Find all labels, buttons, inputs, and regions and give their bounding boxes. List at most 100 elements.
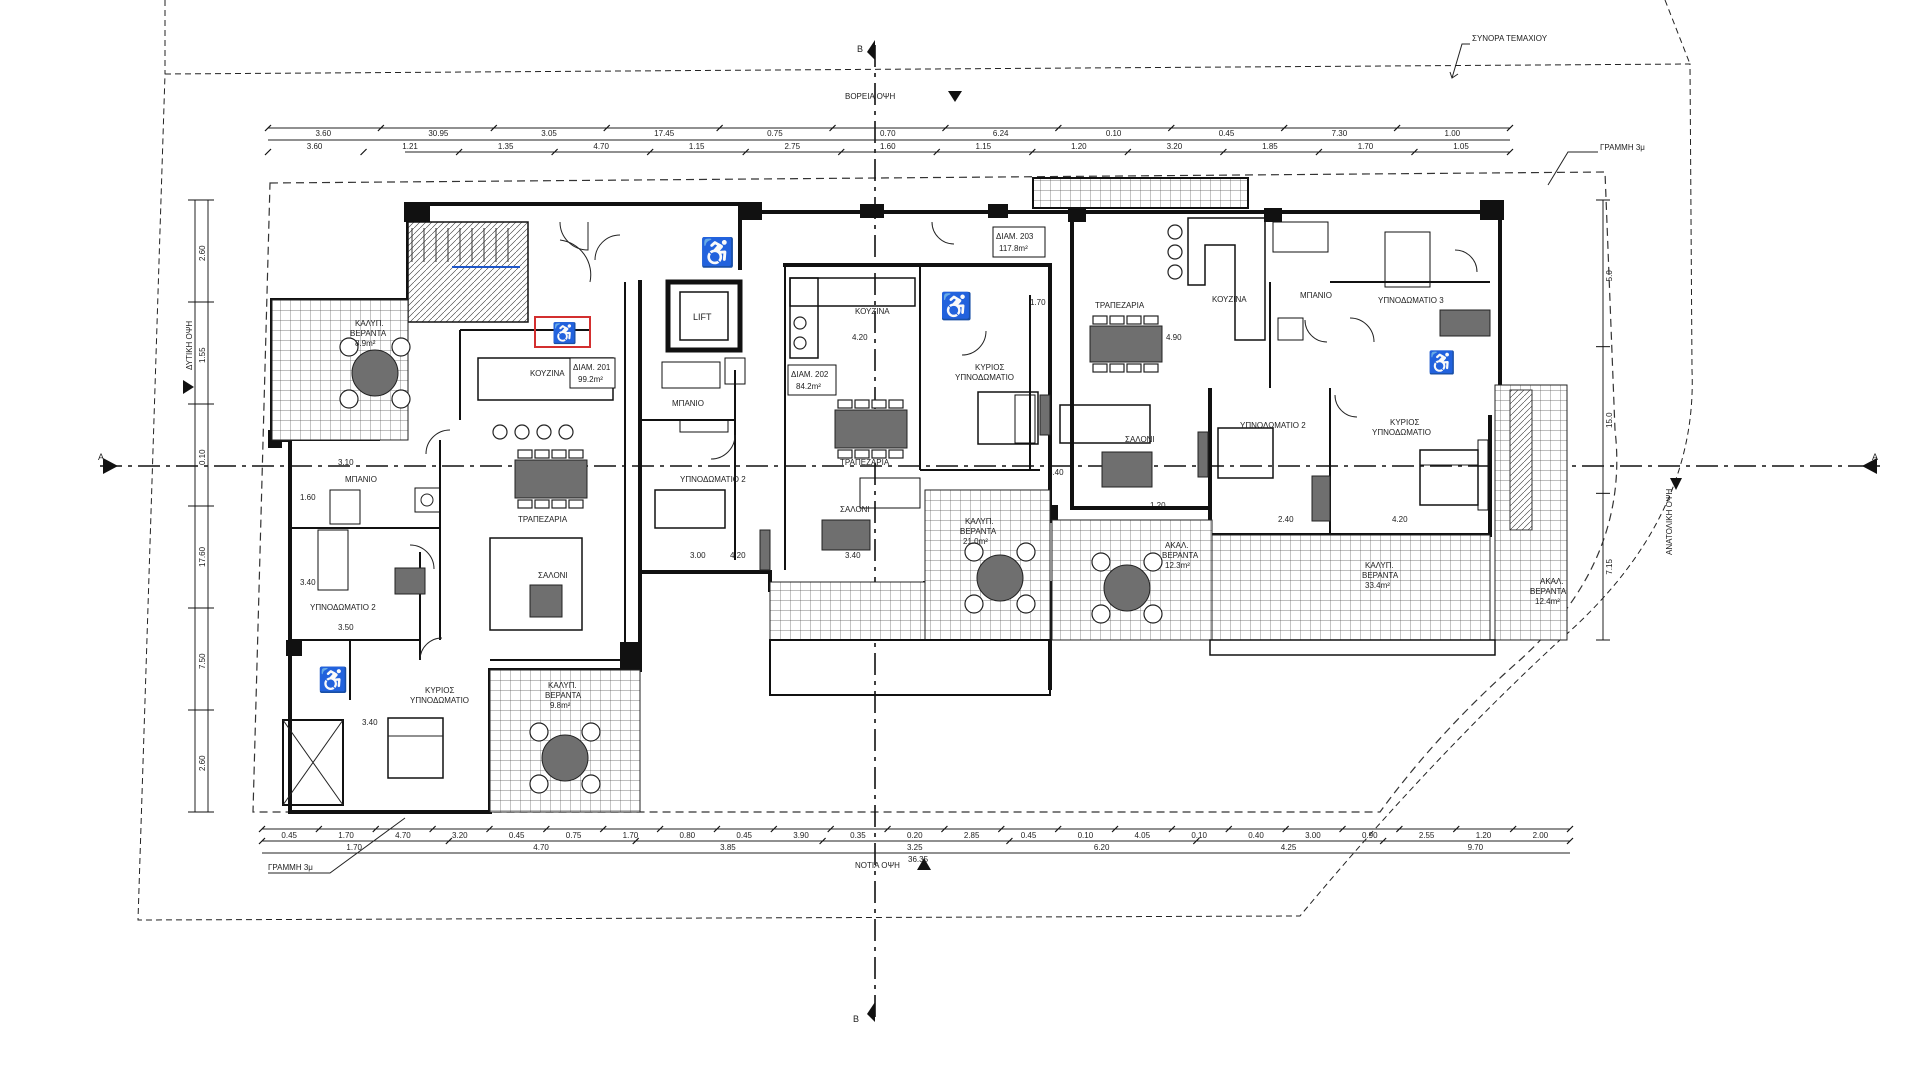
dimension-value: 4.20 (852, 333, 868, 342)
dimension-value: 1.70 (1358, 142, 1374, 151)
north-view-arrow (948, 91, 962, 102)
apartment-area: 117.8m² (999, 244, 1028, 253)
dimension-tick (1509, 825, 1517, 833)
dimension-value: 4.70 (593, 142, 609, 151)
apartment-area: 84.2m² (796, 382, 821, 391)
dimension-value: 0.80 (680, 831, 696, 840)
dimension-total: 36.35 (908, 855, 929, 864)
round-table (339, 337, 411, 409)
chair (581, 774, 601, 794)
dimension-tick (1379, 837, 1387, 845)
dimension-tick (1054, 825, 1062, 833)
dimension-bottom (258, 825, 1574, 854)
dimension-tick (941, 825, 948, 833)
west-view-label: ΔΥΤΙΚΗ ΟΨΗ (185, 321, 194, 370)
dimension-left (188, 199, 214, 813)
dimension-value: 3.20 (1167, 142, 1183, 151)
dimension-tick (1339, 825, 1346, 833)
room-kitchen: ΚΟΥΖΙΝΑ (1212, 295, 1247, 304)
room-veranda: ΑΚΑΛ. (1165, 541, 1189, 550)
apartment-tag-201: ΔΙΑΜ. 201 99.2m² (569, 357, 616, 389)
room-veranda: ΑΚΑΛ. (1540, 577, 1564, 586)
room-master: ΥΠΝΟΔΩΜΑΤΙΟ (1372, 428, 1431, 437)
round-table (1091, 552, 1163, 624)
lift-label: LIFT (693, 312, 712, 322)
chair (529, 722, 549, 742)
room-master: ΥΠΝΟΔΩΜΑΤΙΟ (410, 696, 469, 705)
dimension-value: 4.70 (395, 831, 411, 840)
room-veranda: ΚΑΛΥΠ. (1365, 561, 1394, 570)
dimension-value: 2.85 (964, 831, 980, 840)
dimension-tick (372, 825, 380, 833)
dimension-value: 0.45 (281, 831, 297, 840)
dimension-value: 3.00 (1305, 831, 1321, 840)
apartment-tag-202: ΔΙΑΜ. 202 84.2m² (787, 364, 837, 396)
dimension-value: 0.75 (767, 129, 783, 138)
dimension-value: 3.20 (452, 831, 468, 840)
dimension-tick (770, 825, 778, 833)
dimension-tick (942, 124, 949, 132)
dimension-tick (1452, 825, 1460, 833)
apartment-label: ΔΙΑΜ. 201 (573, 363, 611, 372)
room-labels: ΚΑΛΥΠ. ΒΕΡΑΝΤΑ 8.9m² ΚΟΥΖΙΝΑ ΜΠΑΝΙΟ ΤΡΑΠ… (310, 291, 1567, 710)
chair (529, 774, 549, 794)
dimension-value: 1.85 (1262, 142, 1278, 151)
dimension-value: 1.05 (1453, 142, 1469, 151)
dimension-value: 3.25 (907, 843, 923, 852)
room-dining: ΤΡΑΠΕΖΑΡΙΑ (1095, 301, 1145, 310)
dimension-value: 2.55 (1419, 831, 1435, 840)
accessible-icon: ♿ (700, 236, 735, 269)
accessible-icon: ♿ (552, 321, 577, 345)
apartment-label: ΔΙΑΜ. 203 (996, 232, 1034, 241)
room-veranda: ΒΕΡΑΝΤΑ (1362, 571, 1399, 580)
apartment-area: 99.2m² (578, 375, 603, 384)
dimension-value: 0.35 (850, 831, 866, 840)
dimension-value: 0.10 (1106, 129, 1122, 138)
setback-line (252, 171, 1618, 813)
dimension-tick (1124, 148, 1132, 156)
chair (1016, 594, 1036, 614)
dimension-tick (884, 825, 891, 833)
dimension-value: 0.45 (1219, 129, 1235, 138)
dimension-value: 2.75 (784, 142, 800, 151)
chair (339, 337, 359, 357)
room-veranda-area: 9.8m² (550, 701, 571, 710)
room-veranda: ΚΑΛΥΠ. (548, 681, 577, 690)
dimension-value: 0.45 (736, 831, 752, 840)
dimension-value: 9.70 (1468, 843, 1484, 852)
dimension-tick (827, 825, 835, 833)
dimension-tick (542, 825, 550, 833)
dimension-value: 30.95 (428, 129, 449, 138)
dimension-value: 1.60 (300, 493, 316, 502)
dimension-value: 0.70 (880, 129, 896, 138)
dimension-tick (713, 825, 721, 833)
dimension-value: 2.40 (1278, 515, 1294, 524)
dimension-value: 3.00 (690, 551, 706, 560)
dimension-tick (819, 837, 826, 845)
east-view-group: ΑΝΑΤΟΛΙΚΗ ΟΨΗ (1665, 478, 1682, 555)
dimension-value: 4.05 (1134, 831, 1150, 840)
room-veranda-area: 12.4m² (1535, 597, 1560, 606)
room-bedroom: ΥΠΝΟΔΩΜΑΤΙΟ 3 (1378, 296, 1444, 305)
furniture (317, 217, 1491, 779)
dimension-value: 3.60 (307, 142, 323, 151)
plot-boundary-label: ΣΥΝΟΡΑ ΤΕΜΑΧΙΟΥ (1472, 34, 1548, 43)
dimension-value: 1.70 (1030, 298, 1046, 307)
dimension-tick (1566, 837, 1574, 845)
dimension-tick (258, 825, 266, 833)
dimension-tick (1506, 124, 1514, 132)
dimension-value: 2.00 (1533, 831, 1549, 840)
dimension-tick (377, 124, 385, 132)
dimension-value: 1.20 (1150, 501, 1166, 510)
dimension-tick (997, 825, 1005, 833)
south-view-label: ΝΟΤΙΑ ΟΨΗ (855, 861, 900, 870)
chair (1143, 604, 1163, 624)
room-veranda-area: 21.0m² (963, 537, 988, 546)
room-living: ΣΑΛΟΝΙ (1125, 435, 1155, 444)
plot-boundary (137, 0, 1693, 921)
room-master: ΥΠΝΟΔΩΜΑΤΙΟ (955, 373, 1014, 382)
dimension-value: 1.70 (346, 843, 362, 852)
dimension-value: 0.90 (1362, 831, 1378, 840)
apartment-label: ΔΙΑΜ. 202 (791, 370, 829, 379)
